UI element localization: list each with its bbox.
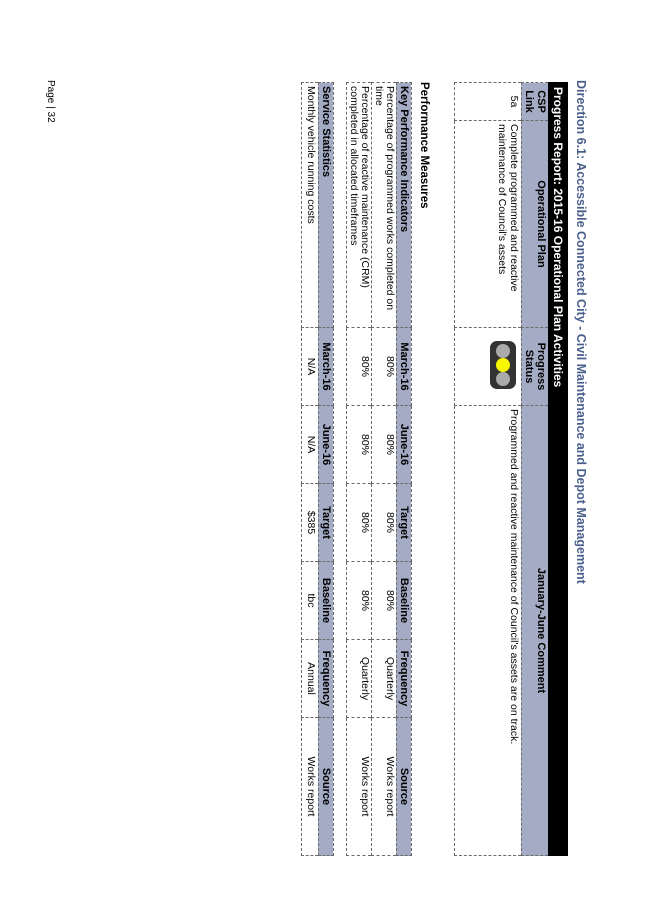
svc-col-frequency: Frequency — [318, 639, 334, 718]
svc-col-march: March-16 — [318, 327, 334, 406]
svc-baseline: tbc — [301, 561, 319, 640]
kpi-march: 80% — [371, 327, 397, 406]
performance-title: Performance Measures — [418, 82, 430, 209]
table-row: Monthly vehicle running costs N/A N/A $3… — [301, 82, 319, 856]
kpi-table: Key Performance Indicators March-16 June… — [346, 82, 412, 856]
table-row: Percentage of reactive maintenance (CRM)… — [346, 82, 372, 856]
kpi-baseline: 80% — [346, 561, 372, 640]
kpi-col-june: June-16 — [396, 405, 412, 484]
svc-june: N/A — [301, 405, 319, 484]
col-progress-status: Progress Status — [521, 327, 549, 406]
svc-col-statistic: Service Statistics — [318, 82, 334, 328]
traffic-light-icon — [490, 341, 516, 389]
activities-title: Progress Report: 2015-16 Operational Pla… — [548, 82, 568, 856]
svc-statistic: Monthly vehicle running costs — [301, 82, 319, 328]
kpi-col-baseline: Baseline — [396, 561, 412, 640]
kpi-frequency: Quarterly — [371, 639, 397, 718]
kpi-source: Works report — [346, 717, 372, 856]
svc-col-source: Source — [318, 717, 334, 856]
kpi-indicator: Percentage of reactive maintenance (CRM)… — [346, 82, 372, 328]
kpi-col-march: March-16 — [396, 327, 412, 406]
svc-march: N/A — [301, 327, 319, 406]
kpi-indicator: Percentage of programmed works completed… — [371, 82, 397, 328]
csp-cell: 5a — [454, 82, 522, 121]
kpi-col-source: Source — [396, 717, 412, 856]
kpi-june: 80% — [346, 405, 372, 484]
kpi-june: 80% — [371, 405, 397, 484]
svc-frequency: Annual — [301, 639, 319, 718]
kpi-frequency: Quarterly — [346, 639, 372, 718]
kpi-source: Works report — [371, 717, 397, 856]
lamp-red-icon — [496, 344, 510, 358]
status-cell — [454, 327, 522, 406]
col-csp-link: CSP Link — [521, 82, 549, 121]
plan-cell: Complete programmed and reactive mainten… — [454, 120, 522, 328]
col-operational-plan: Operational Plan — [521, 120, 549, 328]
svc-col-target: Target — [318, 483, 334, 562]
page-number: Page | 32 — [45, 80, 56, 123]
lamp-amber-icon — [496, 358, 510, 372]
table-row: Percentage of programmed works completed… — [371, 82, 397, 856]
section-heading: Direction 6.1: Accessible Connected City… — [574, 80, 588, 584]
service-statistics-table: Service Statistics March-16 June-16 Targ… — [301, 82, 334, 856]
kpi-target: 80% — [346, 483, 372, 562]
svc-source: Works report — [301, 717, 319, 856]
svc-col-june: June-16 — [318, 405, 334, 484]
kpi-march: 80% — [346, 327, 372, 406]
kpi-col-indicator: Key Performance Indicators — [396, 82, 412, 328]
svc-target: $385 — [301, 483, 319, 562]
kpi-col-frequency: Frequency — [396, 639, 412, 718]
comment-cell: Programmed and reactive maintenance of C… — [454, 405, 522, 856]
table-row: 5a Complete programmed and reactive main… — [454, 82, 522, 856]
kpi-col-target: Target — [396, 483, 412, 562]
lamp-green-icon — [496, 372, 510, 386]
activities-table: Progress Report: 2015-16 Operational Pla… — [454, 82, 568, 856]
col-comment: January-June Comment — [521, 405, 549, 856]
kpi-baseline: 80% — [371, 561, 397, 640]
kpi-target: 80% — [371, 483, 397, 562]
svc-col-baseline: Baseline — [318, 561, 334, 640]
